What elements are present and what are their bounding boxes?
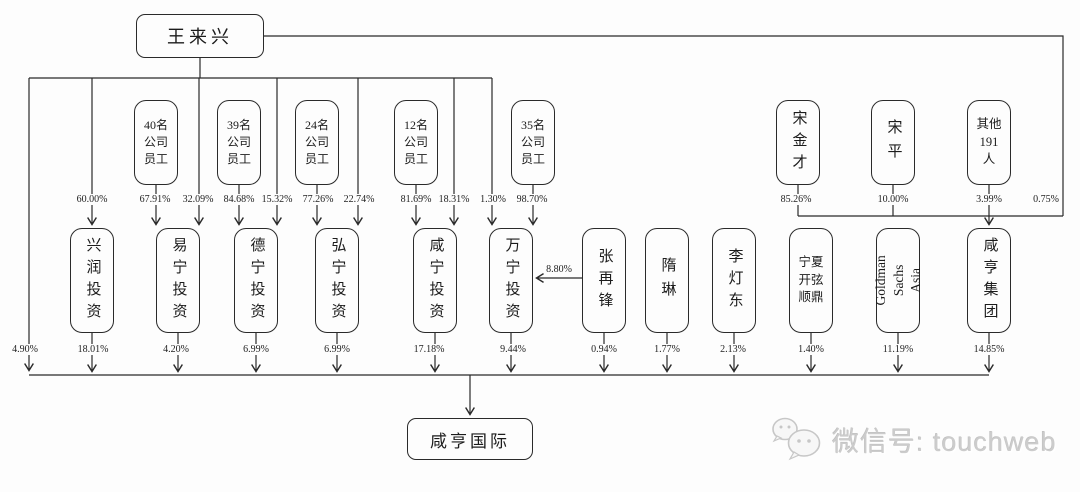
stake-root-xianning: 18.31% — [436, 194, 472, 205]
wechat-icon — [772, 417, 821, 461]
watermark-text: 微信号: touchweb — [832, 426, 1057, 457]
stake-root-yining: 32.09% — [180, 194, 216, 205]
node-song-jincai-label: 宋金才 — [790, 109, 807, 176]
node-xingrun-touzi-label: 兴润投资 — [84, 236, 101, 325]
stake-goldman-company: 11.19% — [880, 344, 916, 355]
node-xianheng-jituan: 咸亨集团 — [967, 228, 1011, 333]
stake-root-company: 4.90% — [10, 344, 40, 355]
node-song-ping-label: 宋平 — [885, 118, 902, 167]
node-employees-12-label: 12名 公司 员工 — [403, 117, 428, 167]
stake-songjincai-group: 85.26% — [778, 194, 814, 205]
node-ningxia-kaixian-shunding: 宁夏 开弦 顺鼎 — [789, 228, 833, 333]
stake-dening-company: 6.99% — [241, 344, 271, 355]
node-employees-24: 24名 公司 员工 — [295, 100, 339, 185]
stake-others191-group: 3.99% — [974, 194, 1004, 205]
node-employees-39: 39名 公司 员工 — [217, 100, 261, 185]
stake-emp39-dening: 84.68% — [221, 194, 257, 205]
node-dening-touzi: 德宁投资 — [234, 228, 278, 333]
node-xingrun-touzi: 兴润投资 — [70, 228, 114, 333]
node-employees-40-label: 40名 公司 员工 — [143, 117, 168, 167]
node-others-191-label: 其他 191 人 — [976, 116, 1002, 167]
node-wanning-touzi: 万宁投资 — [489, 228, 533, 333]
node-employees-39-label: 39名 公司 员工 — [226, 117, 251, 167]
stake-emp24-hongning: 77.26% — [300, 194, 336, 205]
node-employees-35: 35名 公司 员工 — [511, 100, 555, 185]
node-xianheng-guoji: 咸亨国际 — [407, 418, 533, 460]
stake-songping-group: 10.00% — [875, 194, 911, 205]
stake-root-wanning: 1.30% — [478, 194, 508, 205]
node-yining-touzi-label: 易宁投资 — [170, 236, 187, 325]
stake-xingrun-company: 18.01% — [75, 344, 111, 355]
stake-lidengdong-company: 2.13% — [718, 344, 748, 355]
node-xianning-touzi-label: 咸宁投资 — [427, 236, 444, 325]
stake-emp12-xianning: 81.69% — [398, 194, 434, 205]
node-employees-12: 12名 公司 员工 — [394, 100, 438, 185]
node-employees-40: 40名 公司 员工 — [134, 100, 178, 185]
stake-root-xingrun: 60.00% — [74, 194, 110, 205]
stake-emp40-yining: 67.91% — [137, 194, 173, 205]
node-xianheng-guoji-label: 咸亨国际 — [430, 431, 510, 451]
node-hongning-touzi: 弘宁投资 — [315, 228, 359, 333]
stake-group-company: 14.85% — [971, 344, 1007, 355]
node-li-dengdong: 李灯东 — [712, 228, 756, 333]
node-wanning-touzi-label: 万宁投资 — [503, 236, 520, 325]
watermark: 微信号: touchweb — [768, 414, 1057, 464]
node-sui-lin: 隋琳 — [645, 228, 689, 333]
node-zhang-zaifeng: 张再锋 — [582, 228, 626, 333]
node-others-191: 其他 191 人 — [967, 100, 1011, 185]
stake-emp35-wanning: 98.70% — [514, 194, 550, 205]
node-dening-touzi-label: 德宁投资 — [248, 236, 265, 325]
stake-zhang-wanning: 8.80% — [544, 264, 574, 275]
node-wang-laixing: 王来兴 — [136, 14, 264, 58]
node-zhang-zaifeng-label: 张再锋 — [596, 247, 613, 314]
stake-root-group: 0.75% — [1031, 194, 1061, 205]
node-xianning-touzi: 咸宁投资 — [413, 228, 457, 333]
node-wang-laixing-label: 王来兴 — [167, 27, 233, 47]
node-goldman-sachs-asia: Goldman Sachs Asia — [873, 228, 923, 333]
stake-ningxia-company: 1.40% — [796, 344, 826, 355]
stake-root-hongning: 22.74% — [341, 194, 377, 205]
stake-root-dening: 15.32% — [259, 194, 295, 205]
node-hongning-touzi-label: 弘宁投资 — [329, 236, 346, 325]
stake-suilin-company: 1.77% — [652, 344, 682, 355]
node-song-ping: 宋平 — [871, 100, 915, 185]
node-employees-35-label: 35名 公司 员工 — [520, 117, 545, 167]
stake-wanning-company: 9.44% — [498, 344, 528, 355]
node-ningxia-kaixian-shunding-label: 宁夏 开弦 顺鼎 — [798, 254, 824, 305]
node-sui-lin-label: 隋琳 — [659, 256, 676, 305]
stake-zhang-company: 0.94% — [589, 344, 619, 355]
node-xianheng-jituan-label: 咸亨集团 — [981, 236, 998, 325]
node-goldman-sachs-asia-label: Goldman Sachs Asia — [872, 255, 923, 306]
node-employees-24-label: 24名 公司 员工 — [304, 117, 329, 167]
node-yining-touzi: 易宁投资 — [156, 228, 200, 333]
stake-yining-company: 4.20% — [161, 344, 191, 355]
stake-xianning-company: 17.18% — [411, 344, 447, 355]
node-li-dengdong-label: 李灯东 — [726, 247, 743, 314]
node-song-jincai: 宋金才 — [776, 100, 820, 185]
stake-hongning-company: 6.99% — [322, 344, 352, 355]
